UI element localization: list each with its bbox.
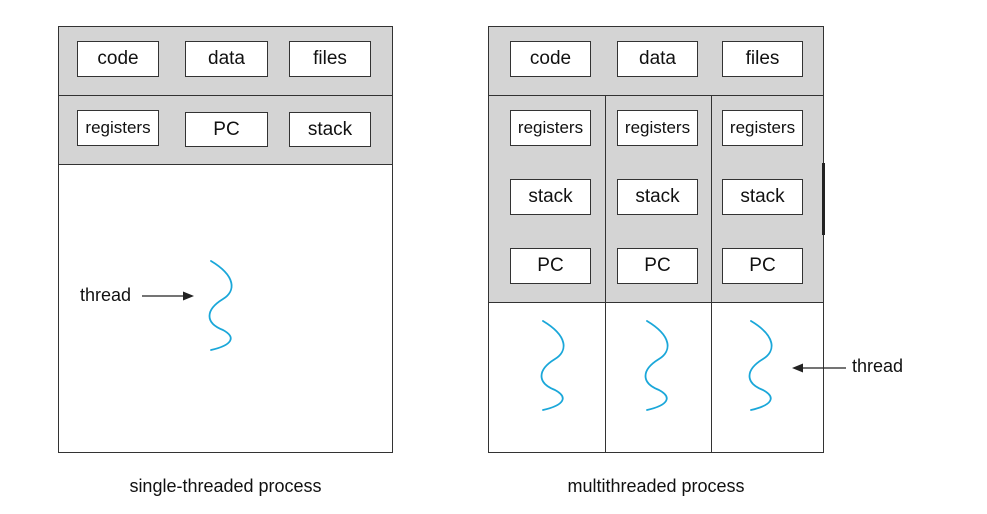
multi-thread-label: thread [852,356,904,376]
single-divider-2 [59,164,392,165]
single-thread-wave-icon [208,260,233,351]
single-thread-wave-path [208,260,233,351]
single-divider-1 [59,95,392,96]
multi-thread2-wave-path [644,320,669,411]
multi-thread3-stack-box: stack [722,179,803,215]
multi-column-divider-2 [711,96,712,452]
multi-thread3-pc-box: PC [722,248,803,284]
multi-data-box: data [617,41,698,77]
multi-thread-arrow-head [792,363,803,373]
multi-files-box: files [722,41,803,77]
single-data-box: data [185,41,268,77]
multi-divider-2 [489,302,823,303]
multi-right-edge-mark [822,163,825,235]
multi-thread3-registers-box: registers [722,110,803,146]
single-caption: single-threaded process [129,476,322,496]
multi-thread2-registers-box: registers [617,110,698,146]
multi-thread2-pc-box: PC [617,248,698,284]
single-thread-arrow-head [183,291,194,301]
multi-thread3-wave-path [748,320,773,411]
multi-thread1-pc-box: PC [510,248,591,284]
multi-thread1-wave-path [540,320,565,411]
multi-column-divider-1 [605,96,606,452]
single-thread-arrow-icon [142,291,194,301]
multi-thread1-wave-icon [540,320,565,411]
multi-thread2-stack-box: stack [617,179,698,215]
single-code-box: code [77,41,159,77]
multi-thread3-wave-icon [748,320,773,411]
single-stack-box: stack [289,112,371,147]
multi-thread1-stack-box: stack [510,179,591,215]
multi-thread-arrow-icon [792,363,846,373]
multi-caption: multithreaded process [567,476,745,496]
multi-thread1-registers-box: registers [510,110,591,146]
single-registers-box: registers [77,110,159,146]
single-files-box: files [289,41,371,77]
multi-code-box: code [510,41,591,77]
single-threaded-process [58,26,393,453]
single-pc-box: PC [185,112,268,147]
single-thread-label: thread [80,285,132,305]
multi-thread2-wave-icon [644,320,669,411]
multi-divider-1 [489,95,823,96]
